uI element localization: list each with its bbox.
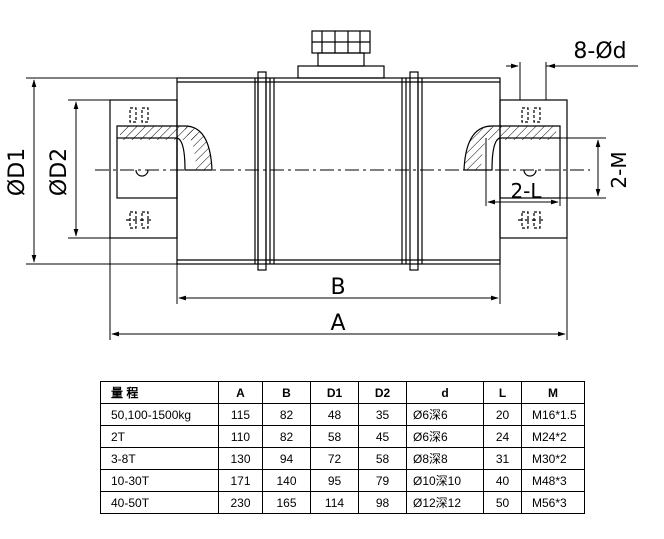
table-cell: 94 (262, 447, 311, 470)
dim-label-a: A (330, 311, 345, 336)
header-d1: D1 (310, 381, 359, 404)
table-cell: Ø6深6 (406, 425, 484, 448)
table-cell: M16*1.5 (521, 403, 585, 426)
table-cell: 114 (310, 491, 359, 514)
load-cell-technical-drawing: ØD1 ØD2 B A 2-L 2-M 8-Ød (5, 30, 638, 340)
header-m: M (521, 381, 585, 404)
table-cell: 72 (310, 447, 359, 470)
header-d: d (406, 381, 484, 404)
table-cell: 50 (483, 491, 522, 514)
header-b: B (262, 381, 311, 404)
connector (297, 30, 385, 79)
table-row: 50,100-1500kg 115 82 48 35 Ø6深6 20 M16*1… (100, 403, 585, 426)
table-cell: 58 (310, 425, 359, 448)
table-cell: 140 (262, 469, 311, 492)
table-row: 10-30T 171 140 95 79 Ø10深10 40 M48*3 (100, 469, 585, 492)
table-cell: 79 (358, 469, 407, 492)
dim-label-m: 2-M (607, 151, 631, 188)
table-cell: 58 (358, 447, 407, 470)
table-cell: 48 (310, 403, 359, 426)
dim-label-d1: ØD1 (5, 148, 30, 196)
table-cell: 165 (262, 491, 311, 514)
table-cell: 95 (310, 469, 359, 492)
table-cell: 24 (483, 425, 522, 448)
dim-label-l: 2-L (510, 179, 542, 203)
dim-label-b: B (330, 275, 345, 300)
table-cell: 10-30T (100, 469, 219, 492)
header-range: 量 程 (100, 381, 219, 404)
table-cell: 45 (358, 425, 407, 448)
table-cell: 40 (483, 469, 522, 492)
table-cell: M56*3 (521, 491, 585, 514)
table-cell: 171 (218, 469, 263, 492)
left-end-cap (109, 99, 213, 239)
table-cell: 82 (262, 425, 311, 448)
table-cell: 20 (483, 403, 522, 426)
table-cell: M30*2 (521, 447, 585, 470)
spec-table: 量 程 A B D1 D2 d L M 50,100-1500kg 115 82… (100, 381, 585, 514)
dim-label-d: 8-Ød (573, 39, 626, 64)
header-d2: D2 (358, 381, 407, 404)
table-row: 2T 110 82 58 45 Ø6深6 24 M24*2 (100, 425, 585, 448)
table-cell: 98 (358, 491, 407, 514)
dim-label-d2: ØD2 (47, 148, 72, 196)
table-row: 3-8T 130 94 72 58 Ø8深8 31 M30*2 (100, 447, 585, 470)
table-cell: 31 (483, 447, 522, 470)
dimension-labels: ØD1 ØD2 B A 2-L 2-M 8-Ød (5, 39, 631, 336)
table-cell: 130 (218, 447, 263, 470)
table-cell: Ø12深12 (406, 491, 484, 514)
right-end-cap (129, 99, 568, 239)
table-cell: M48*3 (521, 469, 585, 492)
header-a: A (218, 381, 263, 404)
table-cell: Ø6深6 (406, 403, 484, 426)
table-cell: 35 (358, 403, 407, 426)
table-cell: 230 (218, 491, 263, 514)
table-cell: 115 (218, 403, 263, 426)
table-cell: 3-8T (100, 447, 219, 470)
cell-body (176, 71, 501, 271)
table-row: 40-50T 230 165 114 98 Ø12深12 50 M56*3 (100, 491, 585, 514)
table-cell: M24*2 (521, 425, 585, 448)
table-cell: 110 (218, 425, 263, 448)
table-cell: 50,100-1500kg (100, 403, 219, 426)
dimension-lines (26, 62, 638, 340)
table-cell: Ø10深10 (406, 469, 484, 492)
table-cell: Ø8深8 (406, 447, 484, 470)
table-cell: 2T (100, 425, 219, 448)
header-l: L (483, 381, 522, 404)
table-header-row: 量 程 A B D1 D2 d L M (100, 381, 585, 404)
table-cell: 82 (262, 403, 311, 426)
table-cell: 40-50T (100, 491, 219, 514)
